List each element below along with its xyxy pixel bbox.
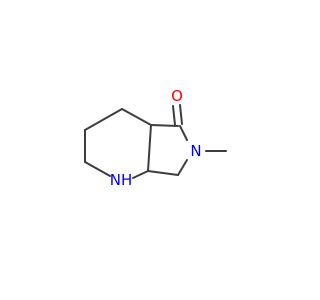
bond-n1-c2 xyxy=(84,161,111,177)
bond-c7a-n1 xyxy=(132,170,149,179)
bond-c5-o-a xyxy=(172,105,176,126)
bond-c5-o-b xyxy=(179,104,183,125)
bond-c7-c7a xyxy=(147,170,179,176)
atom-nitrogen-nh: NH xyxy=(110,171,133,189)
molecule-diagram: O N NH xyxy=(84,87,227,189)
structure-canvas: O N NH xyxy=(84,87,227,189)
bond-c3a-c7a xyxy=(147,124,152,172)
bond-c4-c3 xyxy=(84,108,123,131)
atom-oxygen: O xyxy=(171,87,183,105)
bond-c5-n6 xyxy=(179,125,188,141)
bond-n6-c7 xyxy=(177,159,188,176)
bond-c3a-c5 xyxy=(150,124,179,127)
bond-c3-c3a xyxy=(121,108,152,126)
atom-nitrogen-ring: N xyxy=(190,142,201,160)
